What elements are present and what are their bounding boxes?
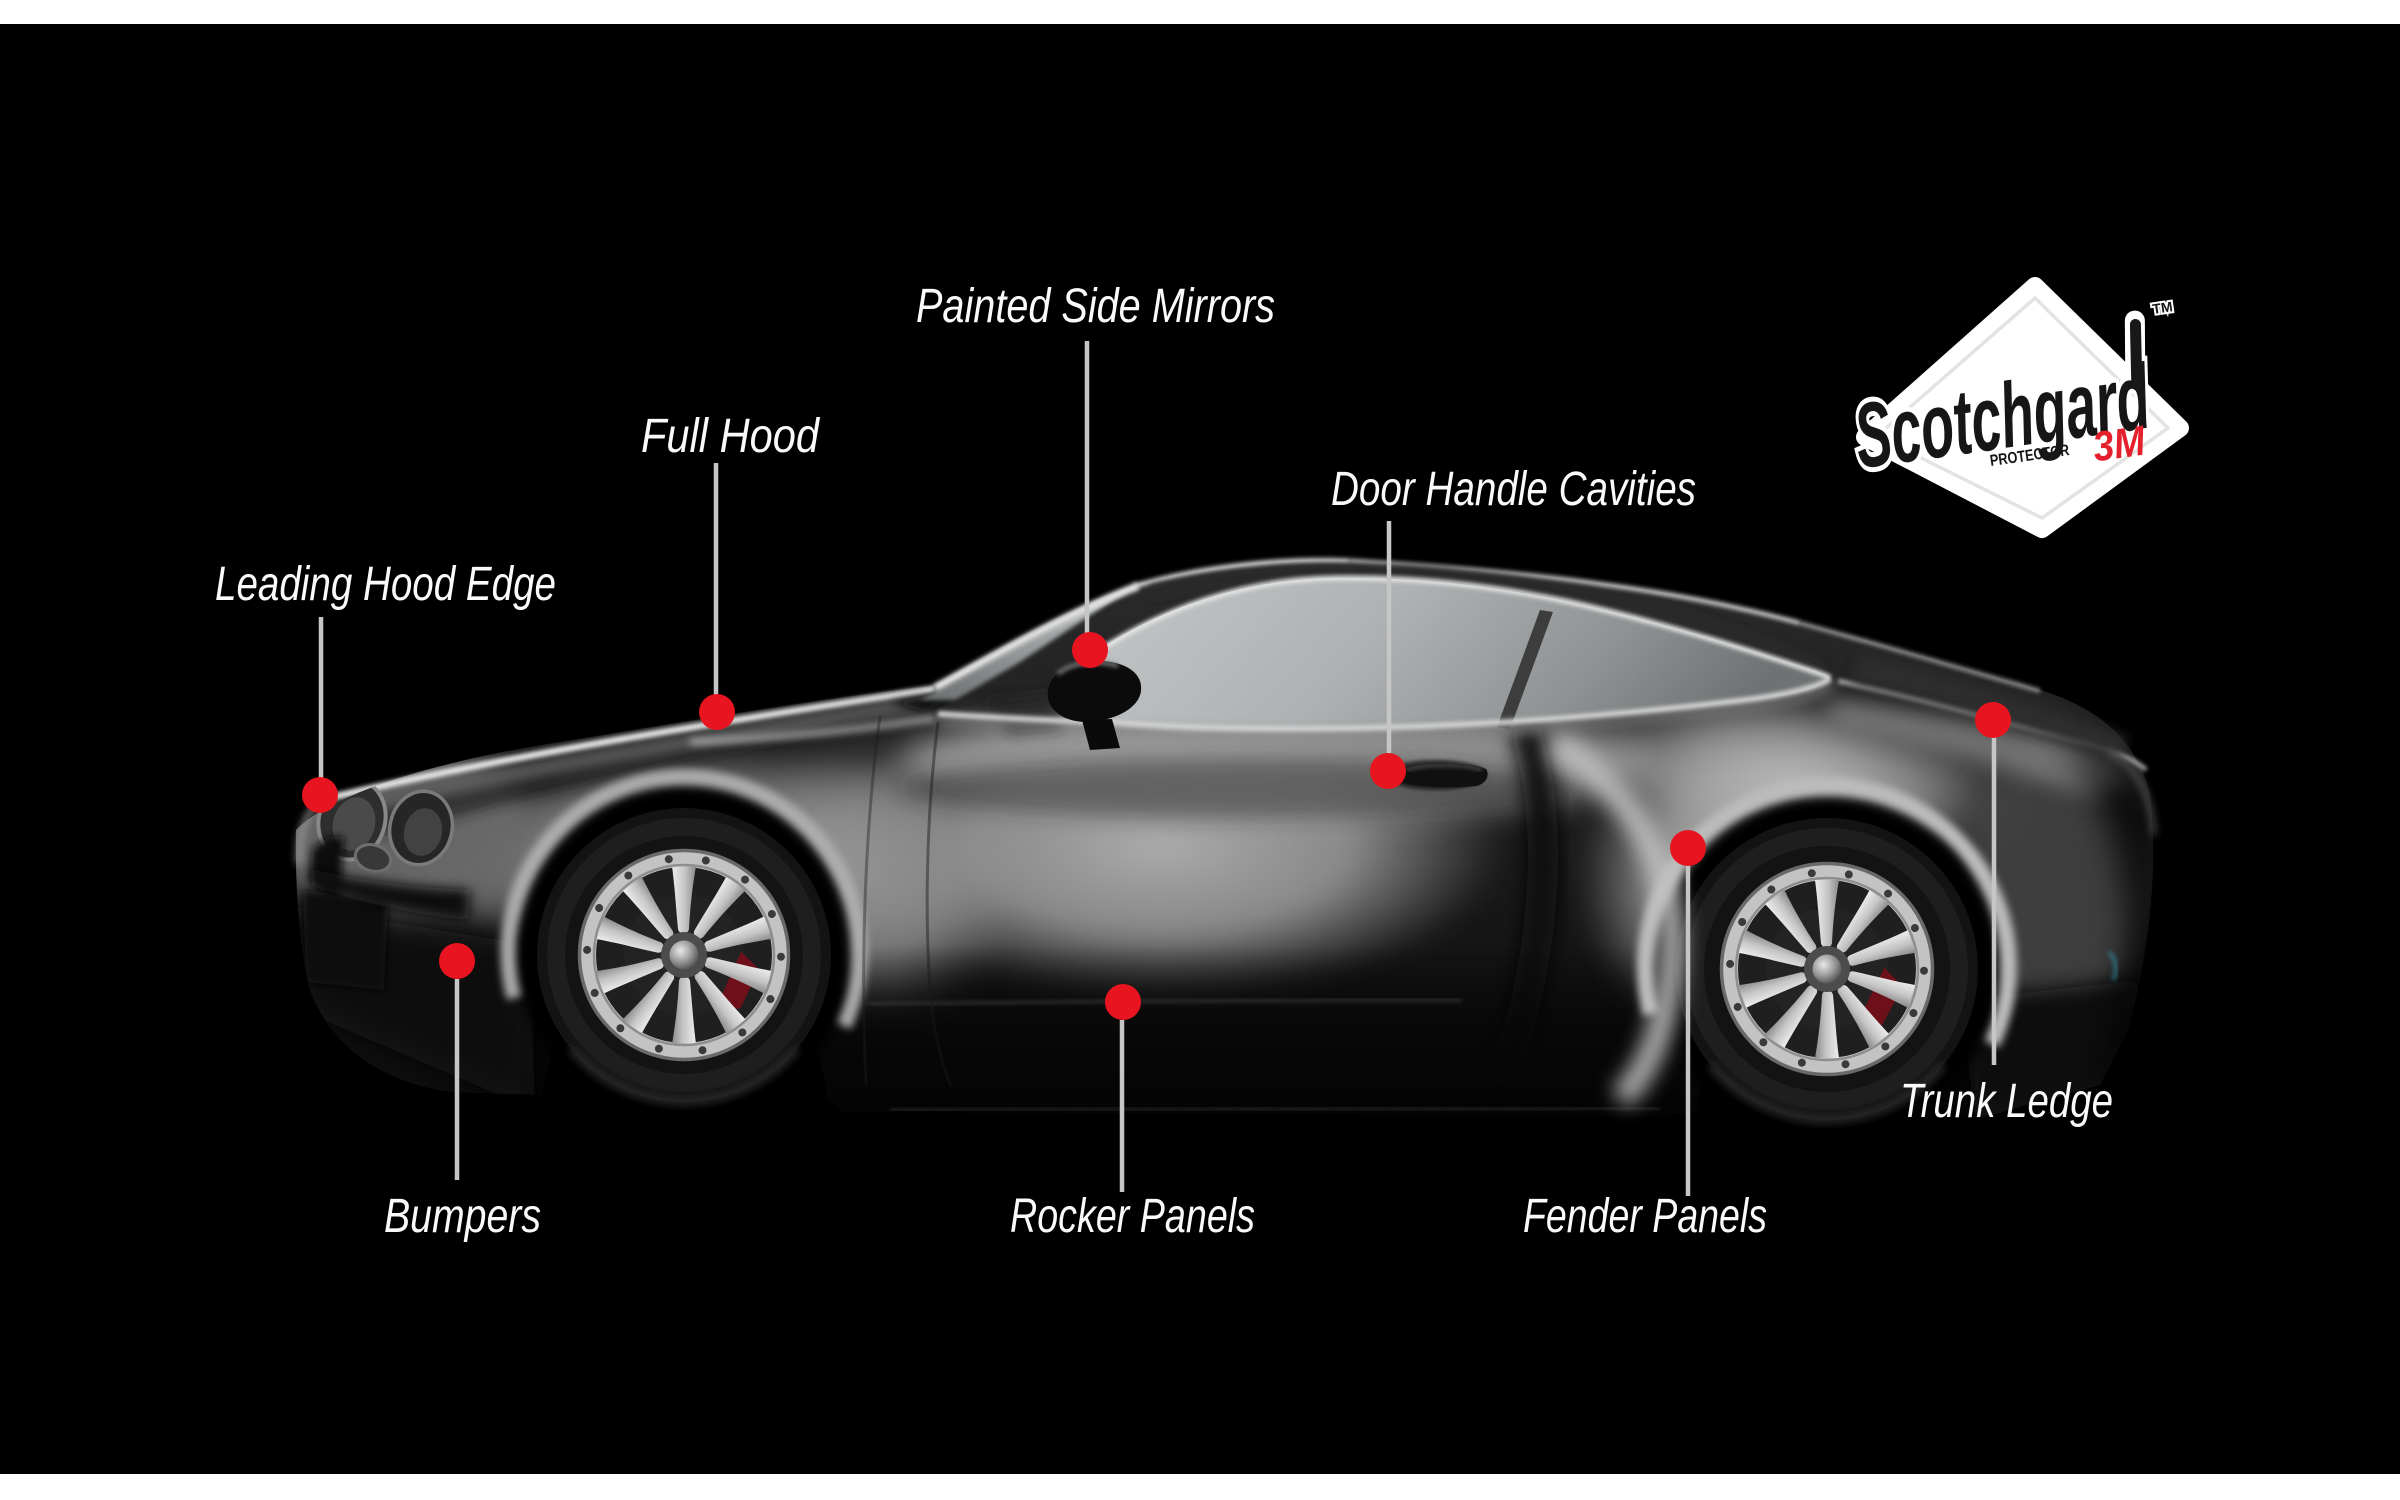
svg-text:Fender Panels: Fender Panels bbox=[1523, 1190, 1767, 1243]
svg-text:Leading Hood Edge: Leading Hood Edge bbox=[215, 558, 556, 611]
svg-text:Door Handle Cavities: Door Handle Cavities bbox=[1331, 463, 1696, 516]
svg-text:TM: TM bbox=[2151, 298, 2173, 317]
svg-text:Painted Side Mirrors: Painted Side Mirrors bbox=[916, 280, 1275, 333]
svg-text:Trunk Ledge: Trunk Ledge bbox=[1900, 1075, 2113, 1128]
svg-text:Full Hood: Full Hood bbox=[641, 410, 820, 463]
svg-text:3M: 3M bbox=[2090, 416, 2149, 470]
svg-text:Bumpers: Bumpers bbox=[384, 1190, 541, 1243]
svg-text:Rocker Panels: Rocker Panels bbox=[1010, 1190, 1255, 1243]
